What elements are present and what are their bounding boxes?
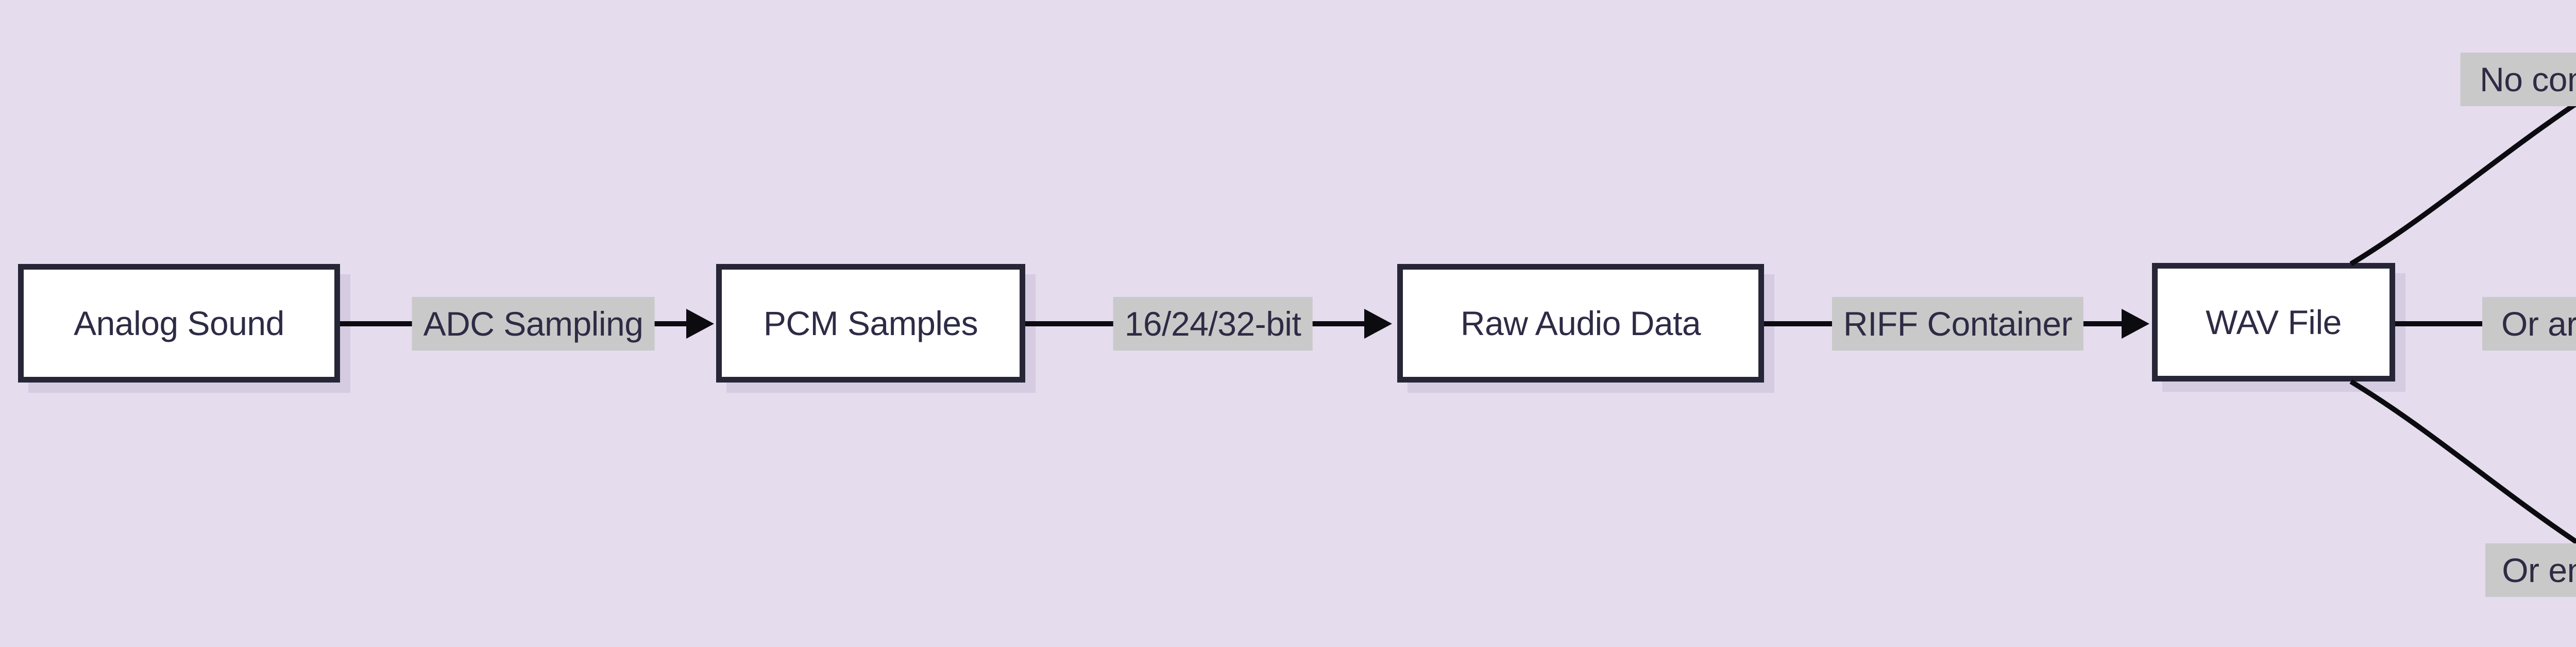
node-raw-audio-data: Raw Audio Data <box>1397 264 1764 383</box>
node-label: PCM Samples <box>763 304 978 342</box>
edge-label-or-encode-to: Or encode to <box>2485 543 2576 597</box>
node-wav-file: WAV File <box>2152 263 2395 381</box>
edge-wav-cd <box>2349 101 2576 267</box>
node-label: WAV File <box>2206 303 2342 341</box>
edge-label-adc-sampling: ADC Sampling <box>412 297 655 351</box>
arrowhead-wav <box>2122 309 2149 339</box>
arrowhead-raw <box>1364 309 1392 339</box>
arrowhead-pcm <box>686 309 714 339</box>
edge-label-riff-container: RIFF Container <box>1832 297 2084 351</box>
edge-label-bit-depth: 16/24/32-bit <box>1113 297 1313 351</box>
edge-label-no-compression: No compression <box>2460 53 2576 106</box>
node-analog-sound: Analog Sound <box>18 264 340 383</box>
node-pcm-samples: PCM Samples <box>716 264 1025 383</box>
edge-wav-mp3 <box>2349 379 2576 545</box>
node-label: Analog Sound <box>74 304 284 342</box>
edge-label-or-archive-as: Or archive as <box>2482 297 2576 351</box>
node-label: Raw Audio Data <box>1460 304 1701 342</box>
